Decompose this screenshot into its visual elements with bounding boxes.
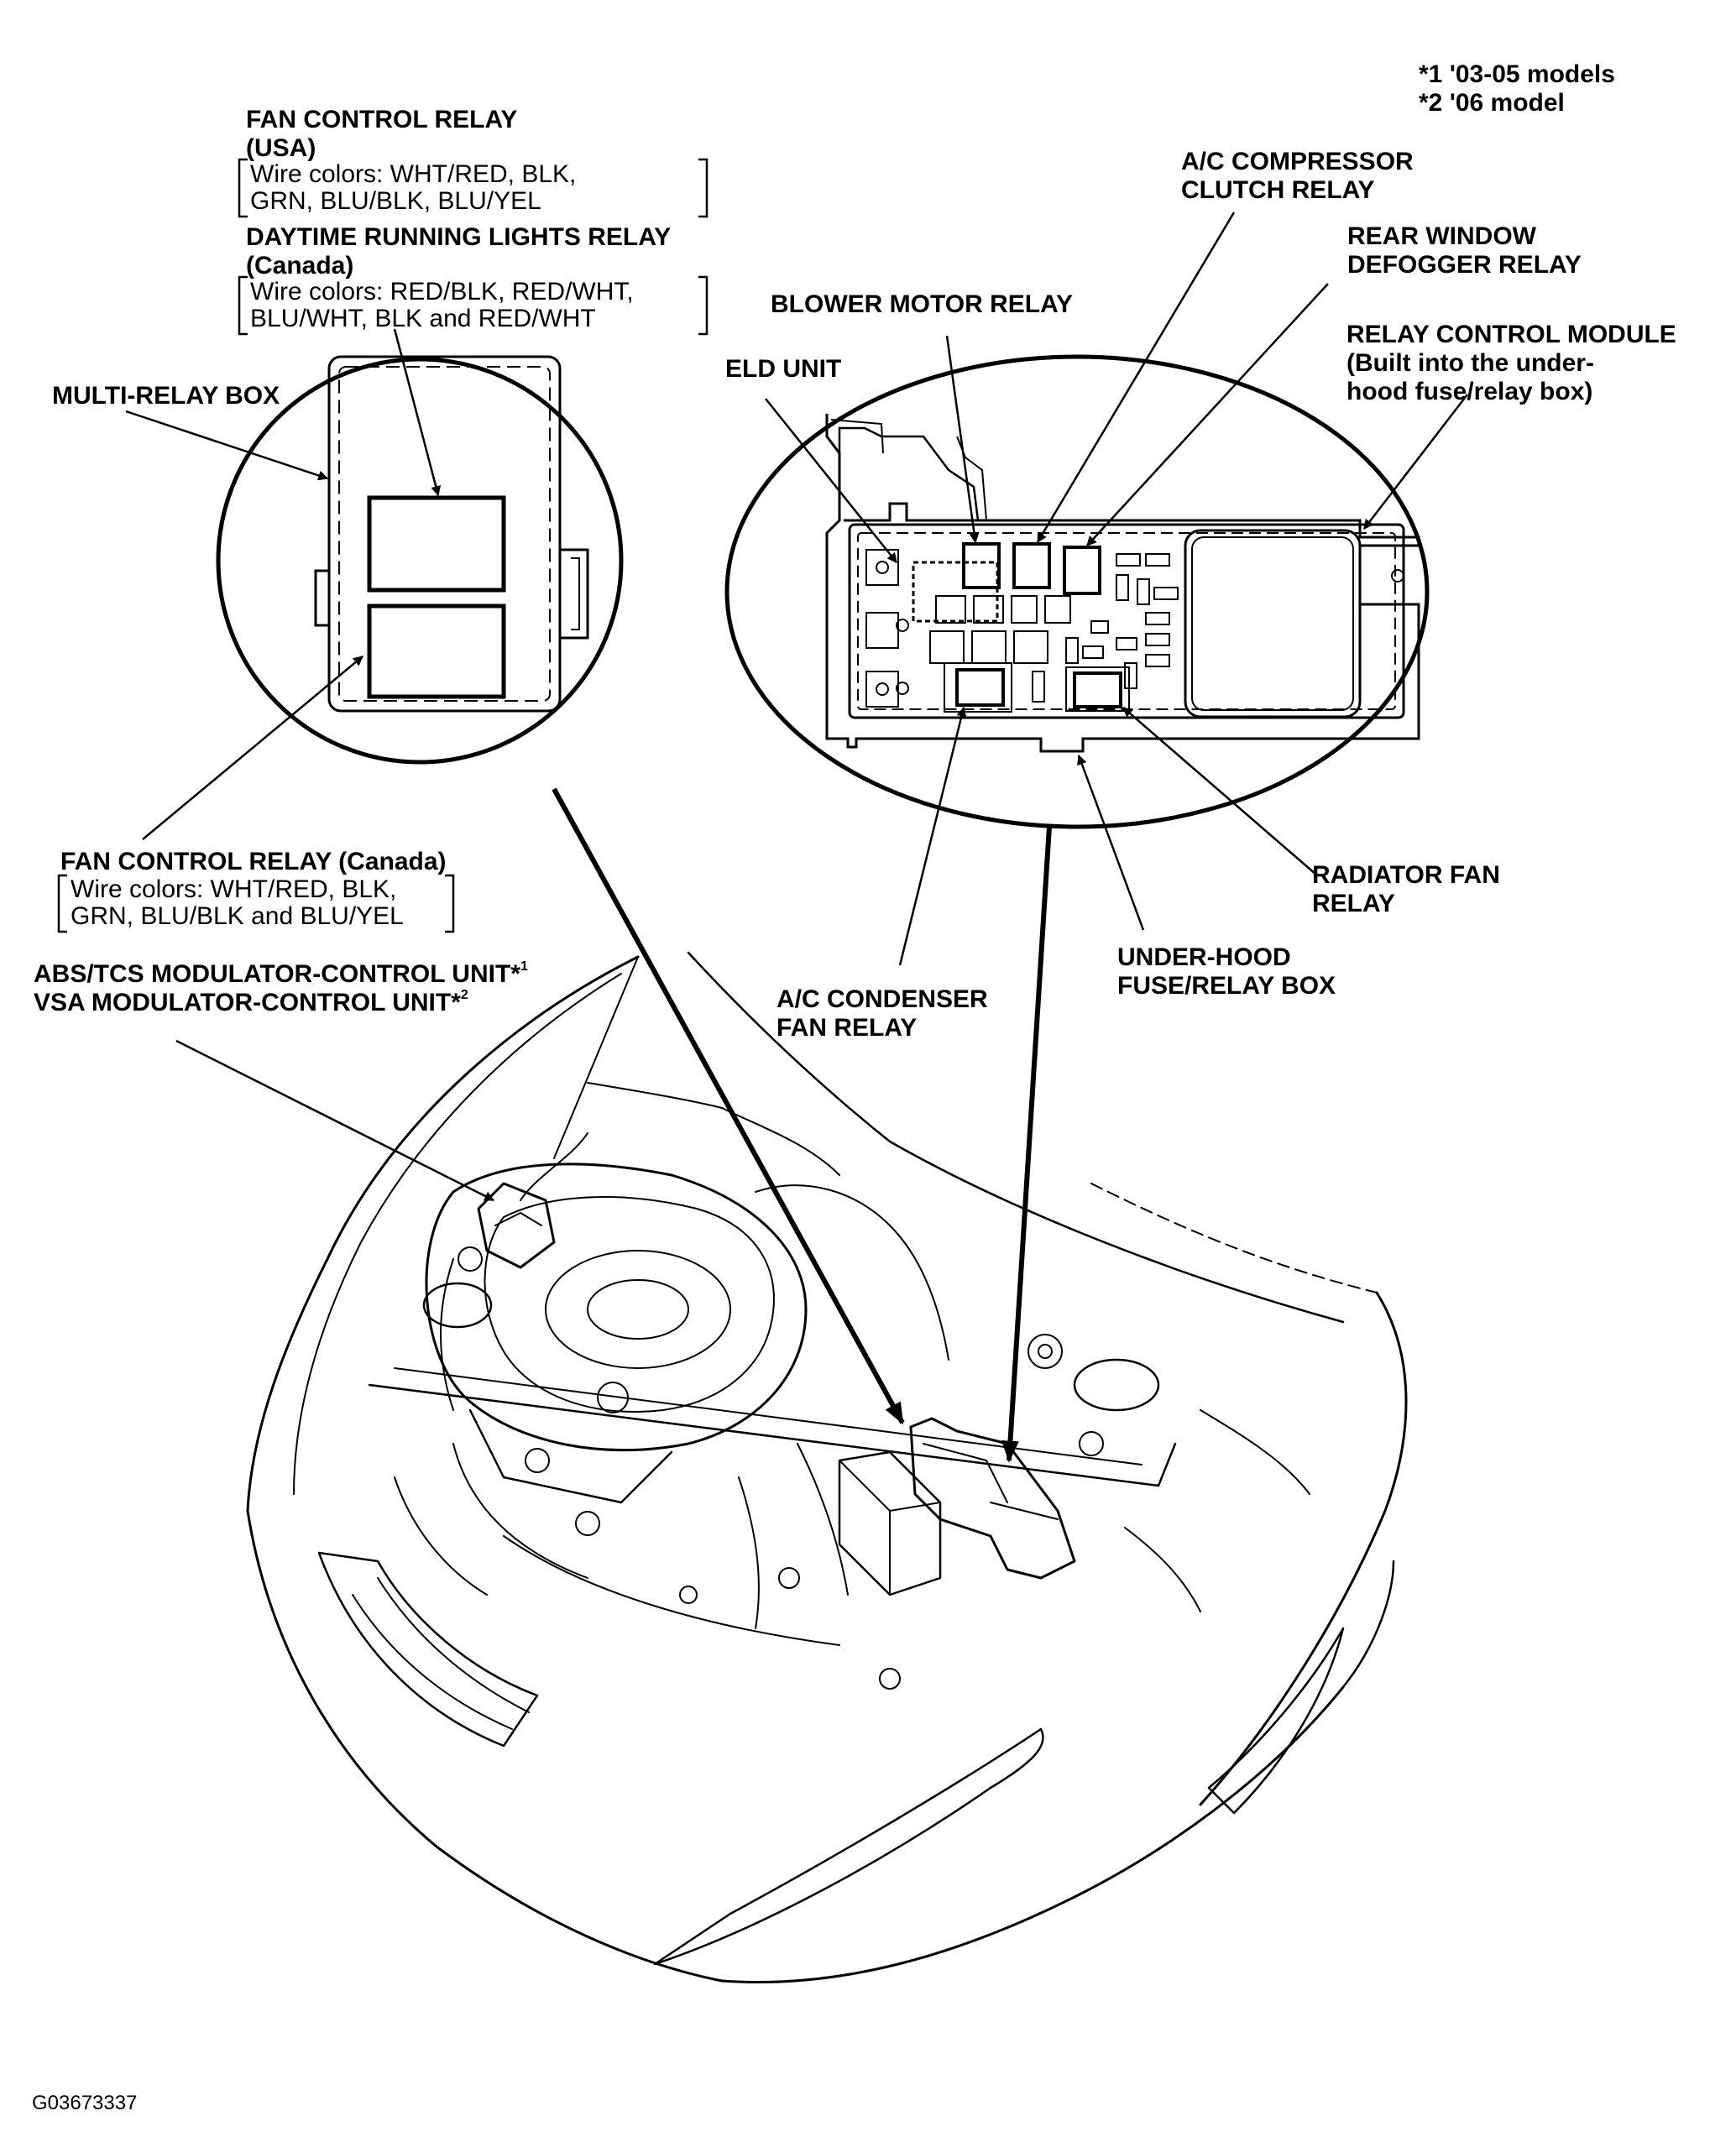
rear-window-defogger-relay-slot [1063,546,1101,595]
fuse-box-frame [848,523,1405,719]
label-under-hood-fuse-relay-box: UNDER-HOOD FUSE/RELAY BOX [1117,943,1336,1001]
label-daytime-running-lights-relay: DAYTIME RUNNING LIGHTS RELAY (Canada) [246,223,671,280]
fuse-relay-box-callout-ellipse [724,354,1430,829]
label-line: CLUTCH RELAY [1181,176,1375,204]
abs-tcs-line: ABS/TCS MODULATOR-CONTROL UNIT*1 [34,959,528,989]
drl-relay-title: DAYTIME RUNNING LIGHTS RELAY [246,223,672,251]
multi-relay-box-body [327,355,562,713]
footnote-1: *1 '03-05 models [1419,60,1615,88]
label-line: FUSE/RELAY BOX [1117,972,1336,1000]
footnote-2: *2 '06 model [1419,89,1565,117]
eld-unit-outline [912,561,999,623]
blower-motor-relay-slot [962,542,1001,589]
label-line: FAN RELAY [776,1014,918,1042]
wire-brackets [57,158,709,933]
fuse-relay-box-detail [724,354,1430,829]
radiator-fan-relay-slot [1073,671,1122,708]
relay-control-module-outline [1184,529,1362,718]
label-line: hood fuse/relay box) [1346,378,1593,405]
label-ac-condenser-fan-relay: A/C CONDENSER FAN RELAY [776,985,988,1042]
wires-line: GRN, BLU/BLK, BLU/YEL [250,187,541,215]
locator-arrows [552,787,1052,1463]
figure-id: G03673337 [32,2092,138,2114]
engine-bay-illustration [246,951,1408,1984]
label-line: A/C CONDENSER [776,985,988,1013]
wires-drl-relay: Wire colors: RED/BLK, RED/WHT, BLU/WHT, … [250,279,634,332]
label-relay-control-module: RELAY CONTROL MODULE (Built into the und… [1346,321,1676,406]
wires-fan-control-relay-usa: Wire colors: WHT/RED, BLK, GRN, BLU/BLK,… [250,161,576,215]
drl-relay-sub: (Canada) [246,252,354,280]
ac-compressor-clutch-relay-slot [1012,542,1051,589]
footnote-block: *1 '03-05 models *2 '06 model [1419,60,1615,118]
wires-line: BLU/WHT, BLK and RED/WHT [250,305,596,332]
label-line: DEFOGGER RELAY [1347,251,1582,279]
label-abs-tcs-vsa: ABS/TCS MODULATOR-CONTROL UNIT*1 VSA MOD… [34,960,528,1017]
fan-control-relay-usa-sub: (USA) [246,134,316,162]
label-fan-control-relay-usa: FAN CONTROL RELAY (USA) [246,106,517,163]
label-blower-motor-relay: BLOWER MOTOR RELAY [771,290,1074,318]
wires-line: Wire colors: WHT/RED, BLK, [71,875,397,903]
wires-fan-control-relay-canada: Wire colors: WHT/RED, BLK, GRN, BLU/BLK … [71,876,404,930]
label-line: REAR WINDOW [1347,222,1536,250]
label-fan-control-relay-canada: FAN CONTROL RELAY (Canada) [60,848,447,875]
multi-relay-box-callout-circle [216,357,624,765]
multi-relay-box-detail [216,355,624,765]
label-ac-compressor-clutch-relay: A/C COMPRESSOR CLUTCH RELAY [1181,148,1414,205]
label-radiator-fan-relay: RADIATOR FAN RELAY [1312,861,1500,918]
fan-control-relay-canada-slot [367,603,506,699]
label-line: RELAY CONTROL MODULE [1346,321,1676,348]
label-multi-relay-box: MULTI-RELAY BOX [52,382,280,410]
label-line: RELAY [1312,890,1395,917]
label-line: RADIATOR FAN [1312,861,1500,889]
leader-lines [125,212,1468,1202]
label-rear-window-defogger-relay: REAR WINDOW DEFOGGER RELAY [1347,222,1582,280]
fan-control-relay-usa-title: FAN CONTROL RELAY [246,106,518,133]
wires-line: Wire colors: WHT/RED, BLK, [250,160,577,188]
wires-line: Wire colors: RED/BLK, RED/WHT, [250,278,634,306]
vsa-line: VSA MODULATOR-CONTROL UNIT*2 [34,988,468,1017]
ac-condenser-fan-relay-slot [955,668,1005,707]
label-line: (Built into the under- [1346,349,1594,377]
label-line: A/C COMPRESSOR [1181,148,1414,175]
wires-line: GRN, BLU/BLK and BLU/YEL [71,902,404,930]
fan-control-relay-usa-slot [367,495,506,593]
label-eld-unit: ELD UNIT [725,355,842,383]
label-line: UNDER-HOOD [1117,943,1291,971]
